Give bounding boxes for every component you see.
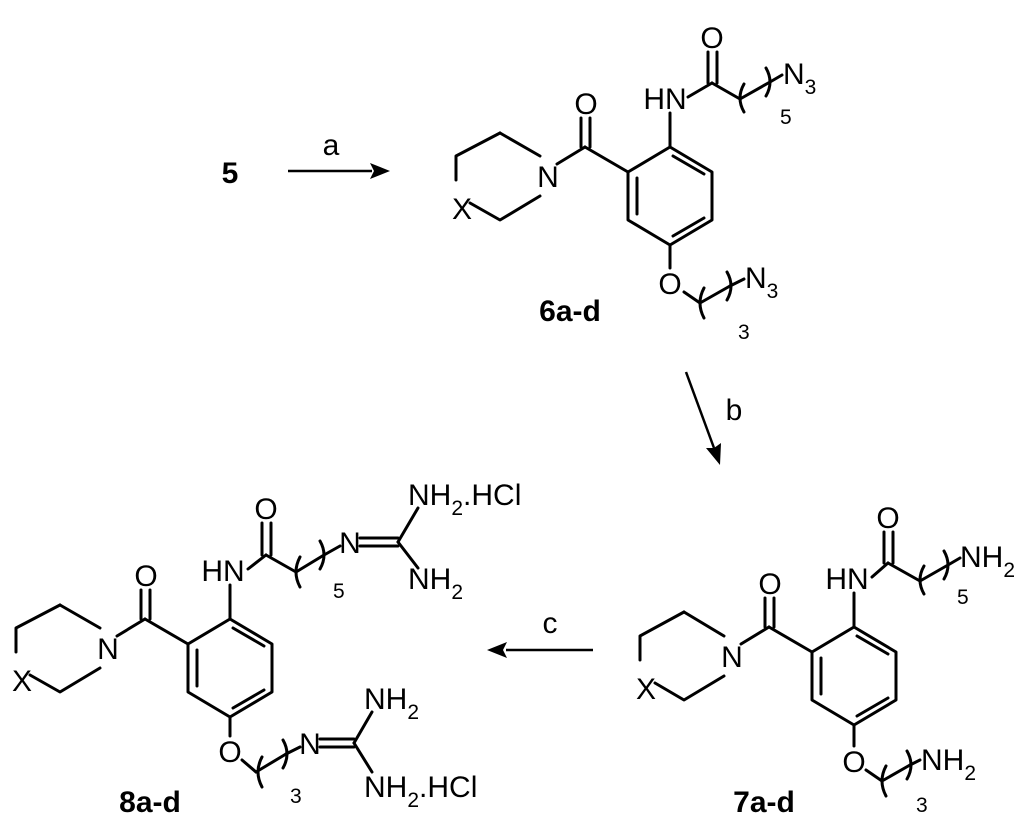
compound-label-5: 5 bbox=[222, 157, 239, 190]
guanidine-bottom-upper-amine: NH2 bbox=[364, 683, 419, 724]
ring-atom-n: N bbox=[537, 161, 559, 194]
ring-atom-n: N bbox=[721, 641, 743, 674]
amide-nh: HN bbox=[643, 83, 686, 116]
carbonyl-oxygen: O bbox=[134, 560, 157, 593]
azide-bottom: N3 bbox=[745, 262, 778, 303]
ring-atom-n: N bbox=[97, 633, 119, 666]
azide-top: N3 bbox=[783, 58, 816, 99]
ring-atom-x: X bbox=[12, 665, 32, 698]
chain-count-bottom: 3 bbox=[916, 794, 928, 817]
amine-bottom: NH2 bbox=[921, 744, 976, 785]
amide-oxygen: O bbox=[876, 502, 899, 535]
guanidine-top-lower-amine: NH2 bbox=[408, 563, 463, 604]
compound-label-7a-d: 7a-d bbox=[733, 786, 795, 819]
reagent-label-a: a bbox=[323, 129, 340, 162]
amine-bottom-symbol: NH bbox=[921, 744, 964, 777]
carbonyl-oxygen: O bbox=[758, 568, 781, 601]
compound-label-6a-d: 6a-d bbox=[539, 295, 601, 328]
amide-nh: HN bbox=[825, 563, 868, 596]
ether-oxygen: O bbox=[842, 746, 865, 779]
reaction-arrow-b bbox=[684, 371, 721, 465]
ether-oxygen: O bbox=[218, 736, 241, 769]
guanidine-top-upper-amine: NH2.HCl bbox=[408, 479, 521, 520]
amine-top-subscript: 2 bbox=[1003, 559, 1015, 582]
ring-atom-x: X bbox=[636, 673, 656, 706]
chain-count-bottom: 3 bbox=[290, 785, 302, 808]
chain-count-top: 5 bbox=[333, 580, 345, 603]
guanidine-top-hcl-salt: .HCl bbox=[463, 479, 521, 512]
guanidine-bottom-hcl-salt: .HCl bbox=[419, 771, 477, 804]
guanidine-top-lower-symbol: NH bbox=[408, 563, 451, 596]
azide-top-subscript: 3 bbox=[805, 76, 817, 99]
carbonyl-oxygen: O bbox=[574, 88, 597, 121]
chain-count-top: 5 bbox=[780, 106, 792, 129]
compound-label-8a-d: 8a-d bbox=[119, 786, 181, 819]
azide-bottom-symbol: N bbox=[745, 262, 767, 295]
guanidine-bottom-upper-symbol: NH bbox=[364, 683, 407, 716]
compound-6a-d-structure bbox=[454, 50, 784, 320]
reaction-arrow-a bbox=[288, 163, 390, 179]
amine-top: NH2 bbox=[960, 541, 1015, 582]
azide-top-symbol: N bbox=[783, 58, 805, 91]
amide-oxygen: O bbox=[700, 22, 723, 55]
azide-bottom-subscript: 3 bbox=[767, 280, 779, 303]
ether-oxygen: O bbox=[658, 268, 681, 301]
chain-count-bottom: 3 bbox=[738, 321, 750, 344]
compound-8a-d-structure bbox=[14, 506, 420, 789]
amide-nh: HN bbox=[201, 555, 244, 588]
reagent-label-c: c bbox=[543, 607, 558, 640]
imine-nitrogen-top: N bbox=[339, 527, 361, 560]
reaction-arrow-c bbox=[487, 642, 593, 658]
guanidine-bottom-lower-amine: NH2.HCl bbox=[364, 771, 477, 812]
guanidine-bottom-lower-symbol: NH bbox=[364, 771, 407, 804]
guanidine-top-upper-symbol: NH bbox=[408, 479, 451, 512]
amine-top-symbol: NH bbox=[960, 541, 1003, 574]
reagent-label-b: b bbox=[726, 394, 743, 427]
guanidine-top-lower-subscript: 2 bbox=[451, 581, 463, 604]
chain-count-top: 5 bbox=[957, 586, 969, 609]
amine-bottom-subscript: 2 bbox=[964, 762, 976, 785]
amide-oxygen: O bbox=[254, 493, 277, 526]
guanidine-bottom-lower-subscript: 2 bbox=[407, 789, 419, 812]
ring-atom-x: X bbox=[452, 193, 472, 226]
imine-nitrogen-bottom: N bbox=[299, 728, 321, 761]
guanidine-top-upper-subscript: 2 bbox=[451, 497, 463, 520]
compound-7a-d-structure bbox=[638, 530, 962, 798]
guanidine-bottom-upper-subscript: 2 bbox=[407, 701, 419, 724]
